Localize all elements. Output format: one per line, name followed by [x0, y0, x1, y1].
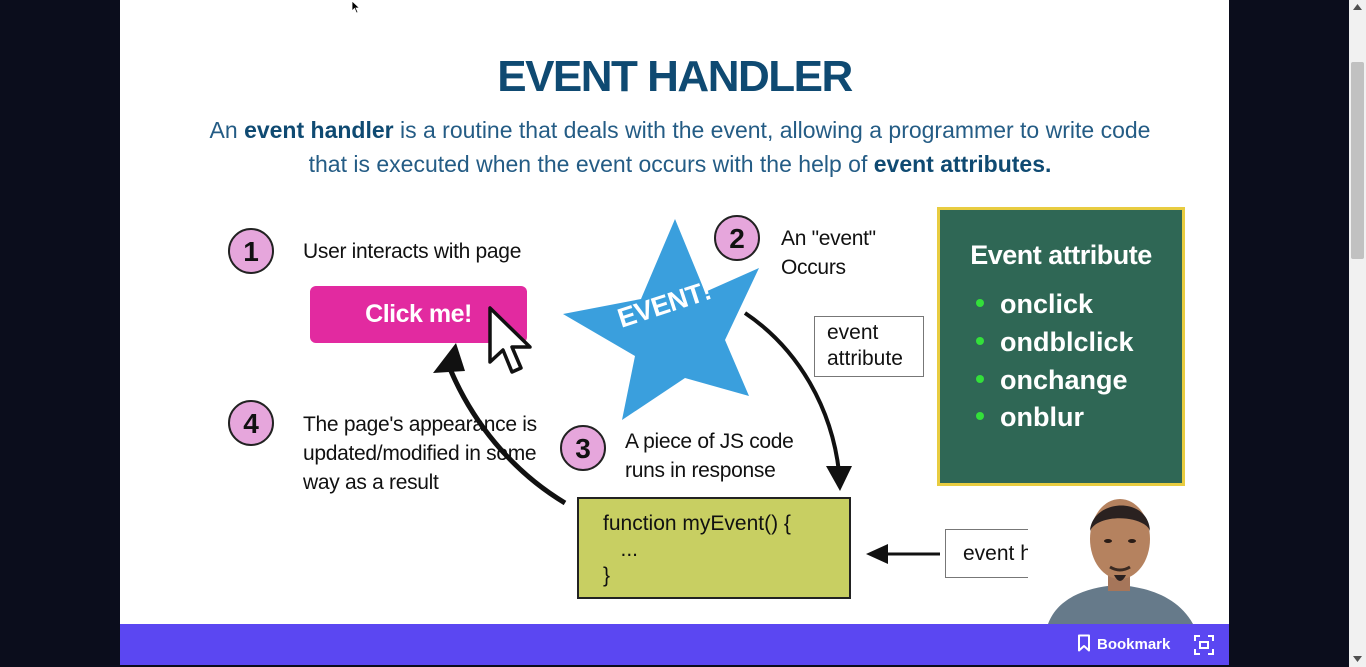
code-line: function myEvent() { — [603, 512, 791, 535]
bullet-dot — [976, 374, 984, 383]
bottom-toolbar: Bookmark — [120, 624, 1229, 665]
event-attribute-board: Event attribute onclick ondblclick oncha… — [937, 207, 1185, 486]
step-2-text: An "event" Occurs — [781, 227, 876, 279]
arrow-up-head — [433, 343, 465, 373]
page-scrollbar[interactable] — [1349, 0, 1366, 667]
arrow-left-head — [866, 544, 888, 564]
board-item-onchange: onchange — [976, 365, 1128, 396]
bullet-dot — [976, 298, 984, 307]
presenter-webcam — [1028, 487, 1208, 624]
event-star-shape — [563, 219, 759, 420]
step-1-text: User interacts with page — [303, 240, 522, 263]
bookmark-icon — [1078, 634, 1090, 652]
board-title: Event attribute — [970, 240, 1152, 270]
step-3-text: A piece of JS code runs in response — [625, 430, 794, 482]
flow-arrows — [433, 311, 940, 564]
board-item-ondblclick: ondblclick — [976, 327, 1134, 358]
step-4-text: The page's appearance is updated/modifie… — [303, 413, 537, 494]
mouse-pointer-icon — [488, 306, 532, 374]
code-line: } — [603, 564, 611, 587]
bookmark-label: Bookmark — [1097, 636, 1171, 653]
scroll-down-arrow-icon[interactable] — [1353, 656, 1362, 662]
scrollbar-thumb[interactable] — [1351, 62, 1364, 259]
step-4-number: 4 — [228, 400, 274, 446]
bullet-dot — [976, 336, 984, 345]
lesson-slide: EVENT HANDLER An event handler is a rout… — [120, 0, 1229, 624]
fullscreen-icon[interactable] — [1194, 635, 1214, 655]
board-item-onblur: onblur — [976, 402, 1084, 433]
board-item-onclick: onclick — [976, 289, 1093, 320]
event-attribute-box: event attribute — [814, 316, 924, 377]
bookmark-button[interactable]: Bookmark — [1077, 624, 1170, 665]
scroll-up-arrow-icon[interactable] — [1353, 4, 1362, 10]
bullet-dot — [976, 411, 984, 420]
code-box: function myEvent() { ...} — [577, 497, 851, 599]
step-1-number: 1 — [228, 228, 274, 274]
code-line: ... — [603, 538, 639, 561]
arrow-down-head — [826, 466, 852, 491]
step-2-number: 2 — [714, 215, 760, 261]
step-3-number: 3 — [560, 425, 606, 471]
slide-title: EVENT HANDLER — [497, 52, 853, 101]
mouse-cursor-icon — [351, 0, 361, 14]
slide-description: An event handler is a routine that deals… — [209, 117, 1151, 177]
